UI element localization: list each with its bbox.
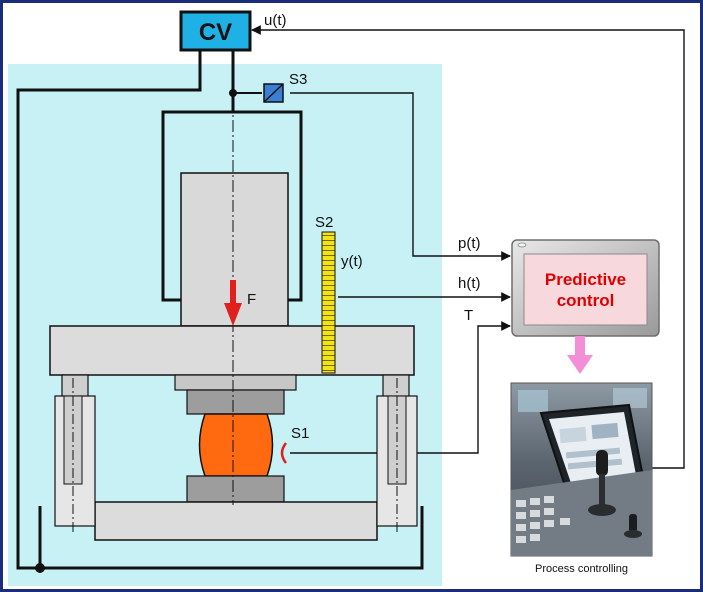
- s3-sensor-diagonal: [263, 83, 284, 103]
- upper-die: [186, 389, 285, 415]
- u-signal-label: u(t): [264, 12, 287, 29]
- predictive-control-line1: Predictive: [545, 270, 626, 289]
- hydraulic-loop-left: [16, 50, 424, 570]
- s3-label: S3: [289, 71, 307, 88]
- upper-crosshead: [49, 325, 415, 376]
- process-controlling-caption: Process controlling: [535, 563, 628, 575]
- lower-bed: [94, 501, 378, 541]
- monitor-indicator: [517, 242, 527, 248]
- cylinder-line-right: [233, 110, 303, 302]
- s1-temperature-sensor: [280, 442, 288, 464]
- force-arrow-head: [224, 303, 242, 326]
- forging-specimen: [198, 413, 274, 477]
- loop-junction-node: [35, 563, 45, 573]
- flow-arrow-head: [567, 355, 593, 374]
- y-signal-label: y(t): [341, 253, 363, 270]
- predictive-control-line2: control: [557, 291, 615, 310]
- cv-valve-box: [179, 10, 252, 52]
- cv-label: CV: [199, 19, 232, 46]
- force-label: F: [247, 291, 256, 308]
- flow-arrow-shaft: [575, 336, 585, 356]
- signal-p-line: [290, 92, 511, 261]
- s2-displacement-ruler: [321, 231, 336, 374]
- s2-label: S2: [315, 214, 333, 231]
- s1-label: S1: [291, 425, 309, 442]
- p-signal-label: p(t): [458, 235, 481, 252]
- upper-die-plate: [174, 374, 297, 391]
- signal-u-line: [251, 25, 685, 469]
- T-signal-label: T: [464, 307, 473, 324]
- process-control-photo: [510, 382, 653, 557]
- monitor-screen: [523, 253, 648, 326]
- lower-die: [186, 475, 285, 503]
- h-signal-label: h(t): [458, 275, 481, 292]
